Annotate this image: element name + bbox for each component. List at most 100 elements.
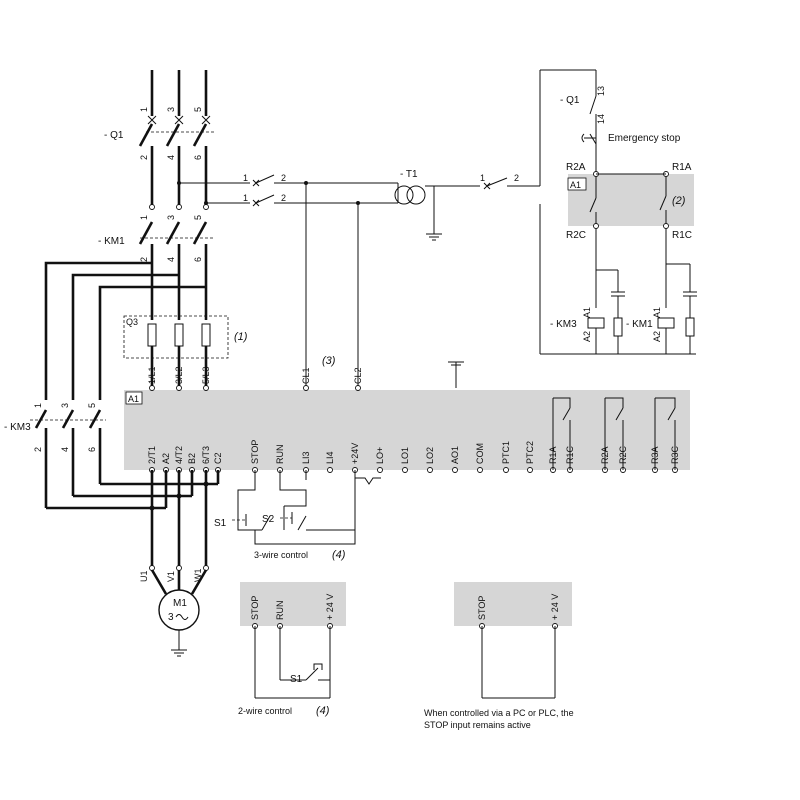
km1-contactor: 1 3 5 - KM1 2 4 6 — [98, 204, 214, 320]
relay-r2c-label: R2C — [566, 230, 586, 241]
km3-bypass-wiring — [44, 261, 206, 400]
km3-top-terminal-3: 3 — [60, 403, 70, 408]
km1-top-terminal-5: 5 — [193, 215, 203, 220]
starter-bottom-terminal-17: PTC2 — [525, 441, 535, 464]
q3-fuse-box: Q3 (1) — [123, 315, 248, 388]
motor-feed: U1 V1 W1 — [139, 470, 220, 595]
starter-top-terminal-3: CL1 — [301, 367, 311, 384]
starter-bottom-terminal-13-point — [427, 467, 433, 473]
q1-aux-terminal-13: 13 — [596, 86, 606, 96]
km1-coil-a2: A2 — [652, 331, 662, 342]
s1-2wire-label: S1 — [290, 674, 303, 685]
starter-bottom-terminal-12-point — [402, 467, 408, 473]
s1-label: S1 — [214, 518, 227, 529]
starter-bottom-terminal-8: LI3 — [301, 451, 311, 464]
note-1: (1) — [234, 331, 248, 343]
km3-bottom-terminal-4: 4 — [60, 447, 70, 452]
starter-top-terminal-1: 3/L2 — [174, 366, 184, 384]
breaker-a-out-label: 2 — [281, 173, 286, 183]
km1-bottom-terminal-6: 6 — [193, 257, 203, 262]
starter-bottom-terminal-15-point — [477, 467, 483, 473]
starter-bottom-terminal-11-point — [377, 467, 383, 473]
km3-contactor: 1 3 5 - KM3 2 4 6 — [4, 403, 218, 510]
q1-top-terminal-5: 5 — [193, 107, 203, 112]
breaker-b-in-label: 1 — [243, 193, 248, 203]
t1-breaker-in-label: 1 — [480, 173, 485, 183]
control-circuit: 13 - Q1 14 Emergency stop R2A R1A A1 (2)… — [539, 70, 697, 355]
km1-bottom-terminal-4: 4 — [166, 257, 176, 262]
starter-a1-label: A1 — [128, 394, 139, 404]
plc-control: STOP+ 24 V When controlled via a PC or P… — [424, 582, 574, 730]
starter-top-terminal-1-point — [176, 385, 182, 391]
starter-bottom-terminal-7: RUN — [275, 445, 285, 465]
starter-bottom-terminal-16-point — [503, 467, 509, 473]
two-wire-terminal-0: STOP — [250, 596, 260, 620]
km1-coil-label: - KM1 — [626, 319, 653, 330]
q1-aux-label: - Q1 — [560, 95, 580, 106]
t1-label: - T1 — [400, 169, 418, 180]
starter-top-terminal-3-point — [303, 385, 309, 391]
starter-bottom-terminal-9-point — [327, 467, 333, 473]
two-wire-note-4: (4) — [316, 705, 330, 717]
km3-coil-a2: A2 — [582, 331, 592, 342]
relay-r1c-label: R1C — [672, 230, 692, 241]
q1-top-terminal-1: 1 — [139, 107, 149, 112]
motor-phase-label: 3 — [168, 612, 174, 623]
starter-bottom-terminal-15: COM — [475, 443, 485, 464]
km1-top-terminal-3: 3 — [166, 215, 176, 220]
motor-terminal-v1: V1 — [166, 571, 176, 582]
starter-bottom-terminal-4: 6/T3 — [201, 446, 211, 464]
transformer-feed: 1 1 2 2 — [177, 173, 399, 207]
km1-coil-a1: A1 — [652, 307, 662, 318]
km3-top-terminal-5: 5 — [87, 403, 97, 408]
km3-coil-a1: A1 — [582, 307, 592, 318]
two-wire-caption: 2-wire control — [238, 706, 292, 716]
km1-bottom-terminal-2: 2 — [139, 257, 149, 262]
starter-bottom-terminal-1: A2 — [161, 453, 171, 464]
motor-label: M1 — [173, 598, 187, 609]
starter-bottom-terminal-12: LO1 — [400, 447, 410, 464]
starter-bottom-terminal-0: 2/T1 — [147, 446, 157, 464]
motor-m1: M1 3 — [158, 589, 200, 657]
two-wire-terminal-2: + 24 V — [325, 594, 335, 620]
note-3: (3) — [322, 355, 336, 367]
starter-bottom-terminal-9: LI4 — [325, 451, 335, 464]
starter-bottom-terminal-17-point — [527, 467, 533, 473]
plc-caption-line2: STOP input remains active — [424, 720, 531, 730]
starter-top-terminal-0: 1/L1 — [147, 366, 157, 384]
q1-label: - Q1 — [104, 130, 124, 141]
starter-top-terminal-0-point — [149, 385, 155, 391]
motor-terminal-u1: U1 — [139, 570, 149, 582]
q1-bottom-terminal-6: 6 — [193, 155, 203, 160]
relay-r2a-label: R2A — [566, 162, 586, 173]
q1-bottom-terminal-4: 4 — [166, 155, 176, 160]
transformer-t1: - T1 1 2 — [394, 69, 596, 241]
starter-top-terminal-2: 5/L3 — [201, 366, 211, 384]
km3-top-terminal-1: 1 — [33, 403, 43, 408]
starter-bottom-terminal-2: 4/T2 — [174, 446, 184, 464]
starter-bottom-terminal-16: PTC1 — [501, 441, 511, 464]
starter-bottom-terminal-13: LO2 — [425, 447, 435, 464]
q1-aux-terminal-14: 14 — [596, 114, 606, 124]
t1-breaker-out-label: 2 — [514, 173, 519, 183]
starter-top-terminals: 1/L1 3/L2 5/L3 CL1 CL2 — [147, 366, 363, 391]
starter-bottom-terminal-14-point — [452, 467, 458, 473]
km3-label: - KM3 — [4, 422, 31, 433]
plc-terminal-0: STOP — [477, 596, 487, 620]
breaker-b-out-label: 2 — [281, 193, 286, 203]
starter-bottom-terminal-10: +24V — [350, 443, 360, 464]
three-wire-caption: 3-wire control — [254, 550, 308, 560]
breaker-a-in-label: 1 — [243, 173, 248, 183]
km3-coil-label: - KM3 — [550, 319, 577, 330]
starter-top-terminal-4: CL2 — [353, 367, 363, 384]
km1-top-terminal-1: 1 — [139, 215, 149, 220]
q1-bottom-terminal-2: 2 — [139, 155, 149, 160]
emergency-stop-label: Emergency stop — [608, 133, 681, 144]
q1-breaker: - Q1 2 4 6 — [104, 115, 214, 205]
s2-label: S2 — [262, 514, 275, 525]
relay-r1a-label: R1A — [672, 162, 692, 173]
